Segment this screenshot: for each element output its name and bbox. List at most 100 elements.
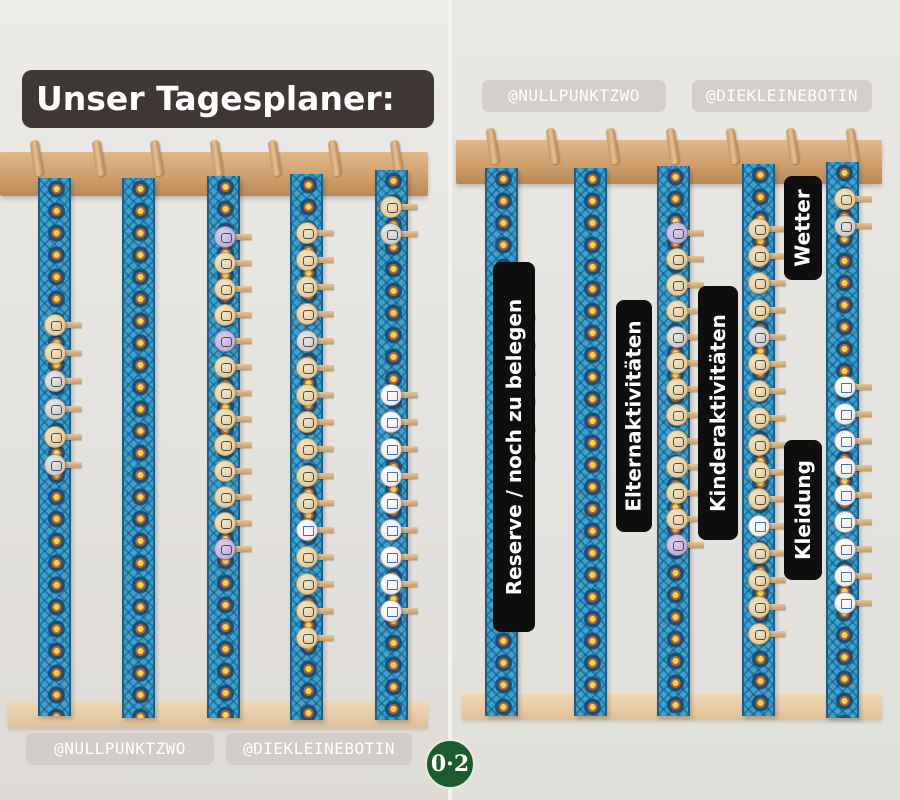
- pictogram-card: [214, 226, 236, 248]
- pictogram-card: [748, 245, 770, 267]
- wooden-clothespin: [682, 542, 704, 548]
- wooden-clothespin: [396, 473, 418, 479]
- watermark-left-2: @DIEKLEINEBOTIN: [226, 733, 412, 765]
- wooden-clothespin: [764, 604, 786, 610]
- wooden-clothespin: [312, 635, 334, 641]
- page-title: Unser Tagesplaner:: [36, 79, 395, 118]
- pictogram-card: [380, 384, 402, 406]
- watermark-text: @DIEKLEINEBOTIN: [243, 739, 395, 758]
- pictogram-card: [666, 508, 688, 530]
- label-reserve-text: Reserve / noch zu belegen: [502, 298, 526, 596]
- pictogram-card: [748, 272, 770, 294]
- pictogram-card: [748, 488, 770, 510]
- wooden-clothespin: [764, 361, 786, 367]
- pictogram-card: [214, 382, 236, 404]
- pictogram-card: [296, 546, 318, 568]
- label-kinderaktivitaeten: Kinderaktivitäten: [698, 286, 738, 540]
- pictogram-card: [296, 411, 318, 433]
- pictogram-card: [214, 408, 236, 430]
- wooden-clothespin: [230, 390, 252, 396]
- wooden-clothespin: [764, 226, 786, 232]
- pictogram-card: [296, 276, 318, 298]
- wooden-clothespin: [764, 280, 786, 286]
- pictogram-card: [748, 461, 770, 483]
- wooden-clothespin: [764, 415, 786, 421]
- wooden-clothespin: [850, 196, 872, 202]
- wooden-clothespin: [396, 554, 418, 560]
- wooden-clothespin: [764, 334, 786, 340]
- pictogram-card: [834, 188, 856, 210]
- pictogram-card: [296, 465, 318, 487]
- wooden-clothespin: [682, 308, 704, 314]
- pictogram-card: [834, 430, 856, 452]
- label-reserve: Reserve / noch zu belegen: [493, 262, 535, 632]
- woven-ribbon: [38, 178, 71, 716]
- wooden-clothespin: [682, 438, 704, 444]
- pictogram-card: [748, 434, 770, 456]
- pictogram-card: [44, 314, 66, 336]
- pictogram-card: [666, 326, 688, 348]
- wooden-clothespin: [850, 573, 872, 579]
- pictogram-card: [748, 596, 770, 618]
- woven-ribbon: [574, 168, 607, 716]
- wooden-clothespin: [682, 230, 704, 236]
- pictogram-card: [380, 573, 402, 595]
- label-wetter-text: Wetter: [791, 189, 815, 267]
- pictogram-card: [214, 512, 236, 534]
- wooden-clothespin: [682, 282, 704, 288]
- wooden-clothespin: [230, 338, 252, 344]
- pictogram-card: [666, 222, 688, 244]
- wooden-clothespin: [764, 631, 786, 637]
- wooden-clothespin: [396, 392, 418, 398]
- pictogram-card: [296, 222, 318, 244]
- wooden-clothespin: [312, 257, 334, 263]
- wooden-clothespin: [682, 386, 704, 392]
- wooden-clothespin: [396, 446, 418, 452]
- pictogram-card: [666, 378, 688, 400]
- pictogram-card: [748, 623, 770, 645]
- wooden-clothespin: [682, 360, 704, 366]
- pictogram-card: [748, 299, 770, 321]
- pictogram-card: [380, 196, 402, 218]
- wooden-clothespin: [230, 546, 252, 552]
- pictogram-card: [666, 352, 688, 374]
- wooden-clothespin: [850, 223, 872, 229]
- pictogram-card: [666, 430, 688, 452]
- wooden-clothespin: [312, 338, 334, 344]
- label-elternaktivitaeten-text: Elternaktivitäten: [622, 320, 646, 512]
- watermark-text: @NULLPUNKTZWO: [54, 739, 186, 758]
- wooden-clothespin: [396, 231, 418, 237]
- pictogram-card: [296, 357, 318, 379]
- pictogram-card: [834, 484, 856, 506]
- title-box: Unser Tagesplaner:: [22, 70, 434, 128]
- right-photo: @NULLPUNKTZWO @DIEKLEINEBOTIN Reserve / …: [450, 0, 900, 800]
- wooden-clothespin: [312, 365, 334, 371]
- wooden-clothespin: [230, 520, 252, 526]
- wooden-clothespin: [312, 527, 334, 533]
- pictogram-card: [214, 304, 236, 326]
- wooden-clothespin: [312, 230, 334, 236]
- wooden-clothespin: [764, 469, 786, 475]
- pictogram-card: [834, 376, 856, 398]
- wooden-clothespin: [764, 307, 786, 313]
- wooden-clothespin: [230, 260, 252, 266]
- wooden-clothespin: [764, 577, 786, 583]
- pictogram-card: [748, 569, 770, 591]
- watermark-text: @NULLPUNKTZWO: [508, 86, 640, 105]
- pictogram-card: [214, 278, 236, 300]
- pictogram-card: [380, 465, 402, 487]
- label-wetter: Wetter: [784, 176, 822, 280]
- wooden-clothespin: [312, 311, 334, 317]
- pictogram-card: [834, 511, 856, 533]
- pictogram-card: [380, 438, 402, 460]
- wooden-clothespin: [230, 468, 252, 474]
- pictogram-card: [834, 538, 856, 560]
- wooden-clothespin: [312, 392, 334, 398]
- watermark-right-1: @NULLPUNKTZWO: [482, 80, 666, 112]
- wooden-clothespin: [230, 416, 252, 422]
- pictogram-card: [296, 492, 318, 514]
- wooden-clothespin: [312, 419, 334, 425]
- panel-divider: [448, 0, 452, 800]
- pictogram-card: [834, 457, 856, 479]
